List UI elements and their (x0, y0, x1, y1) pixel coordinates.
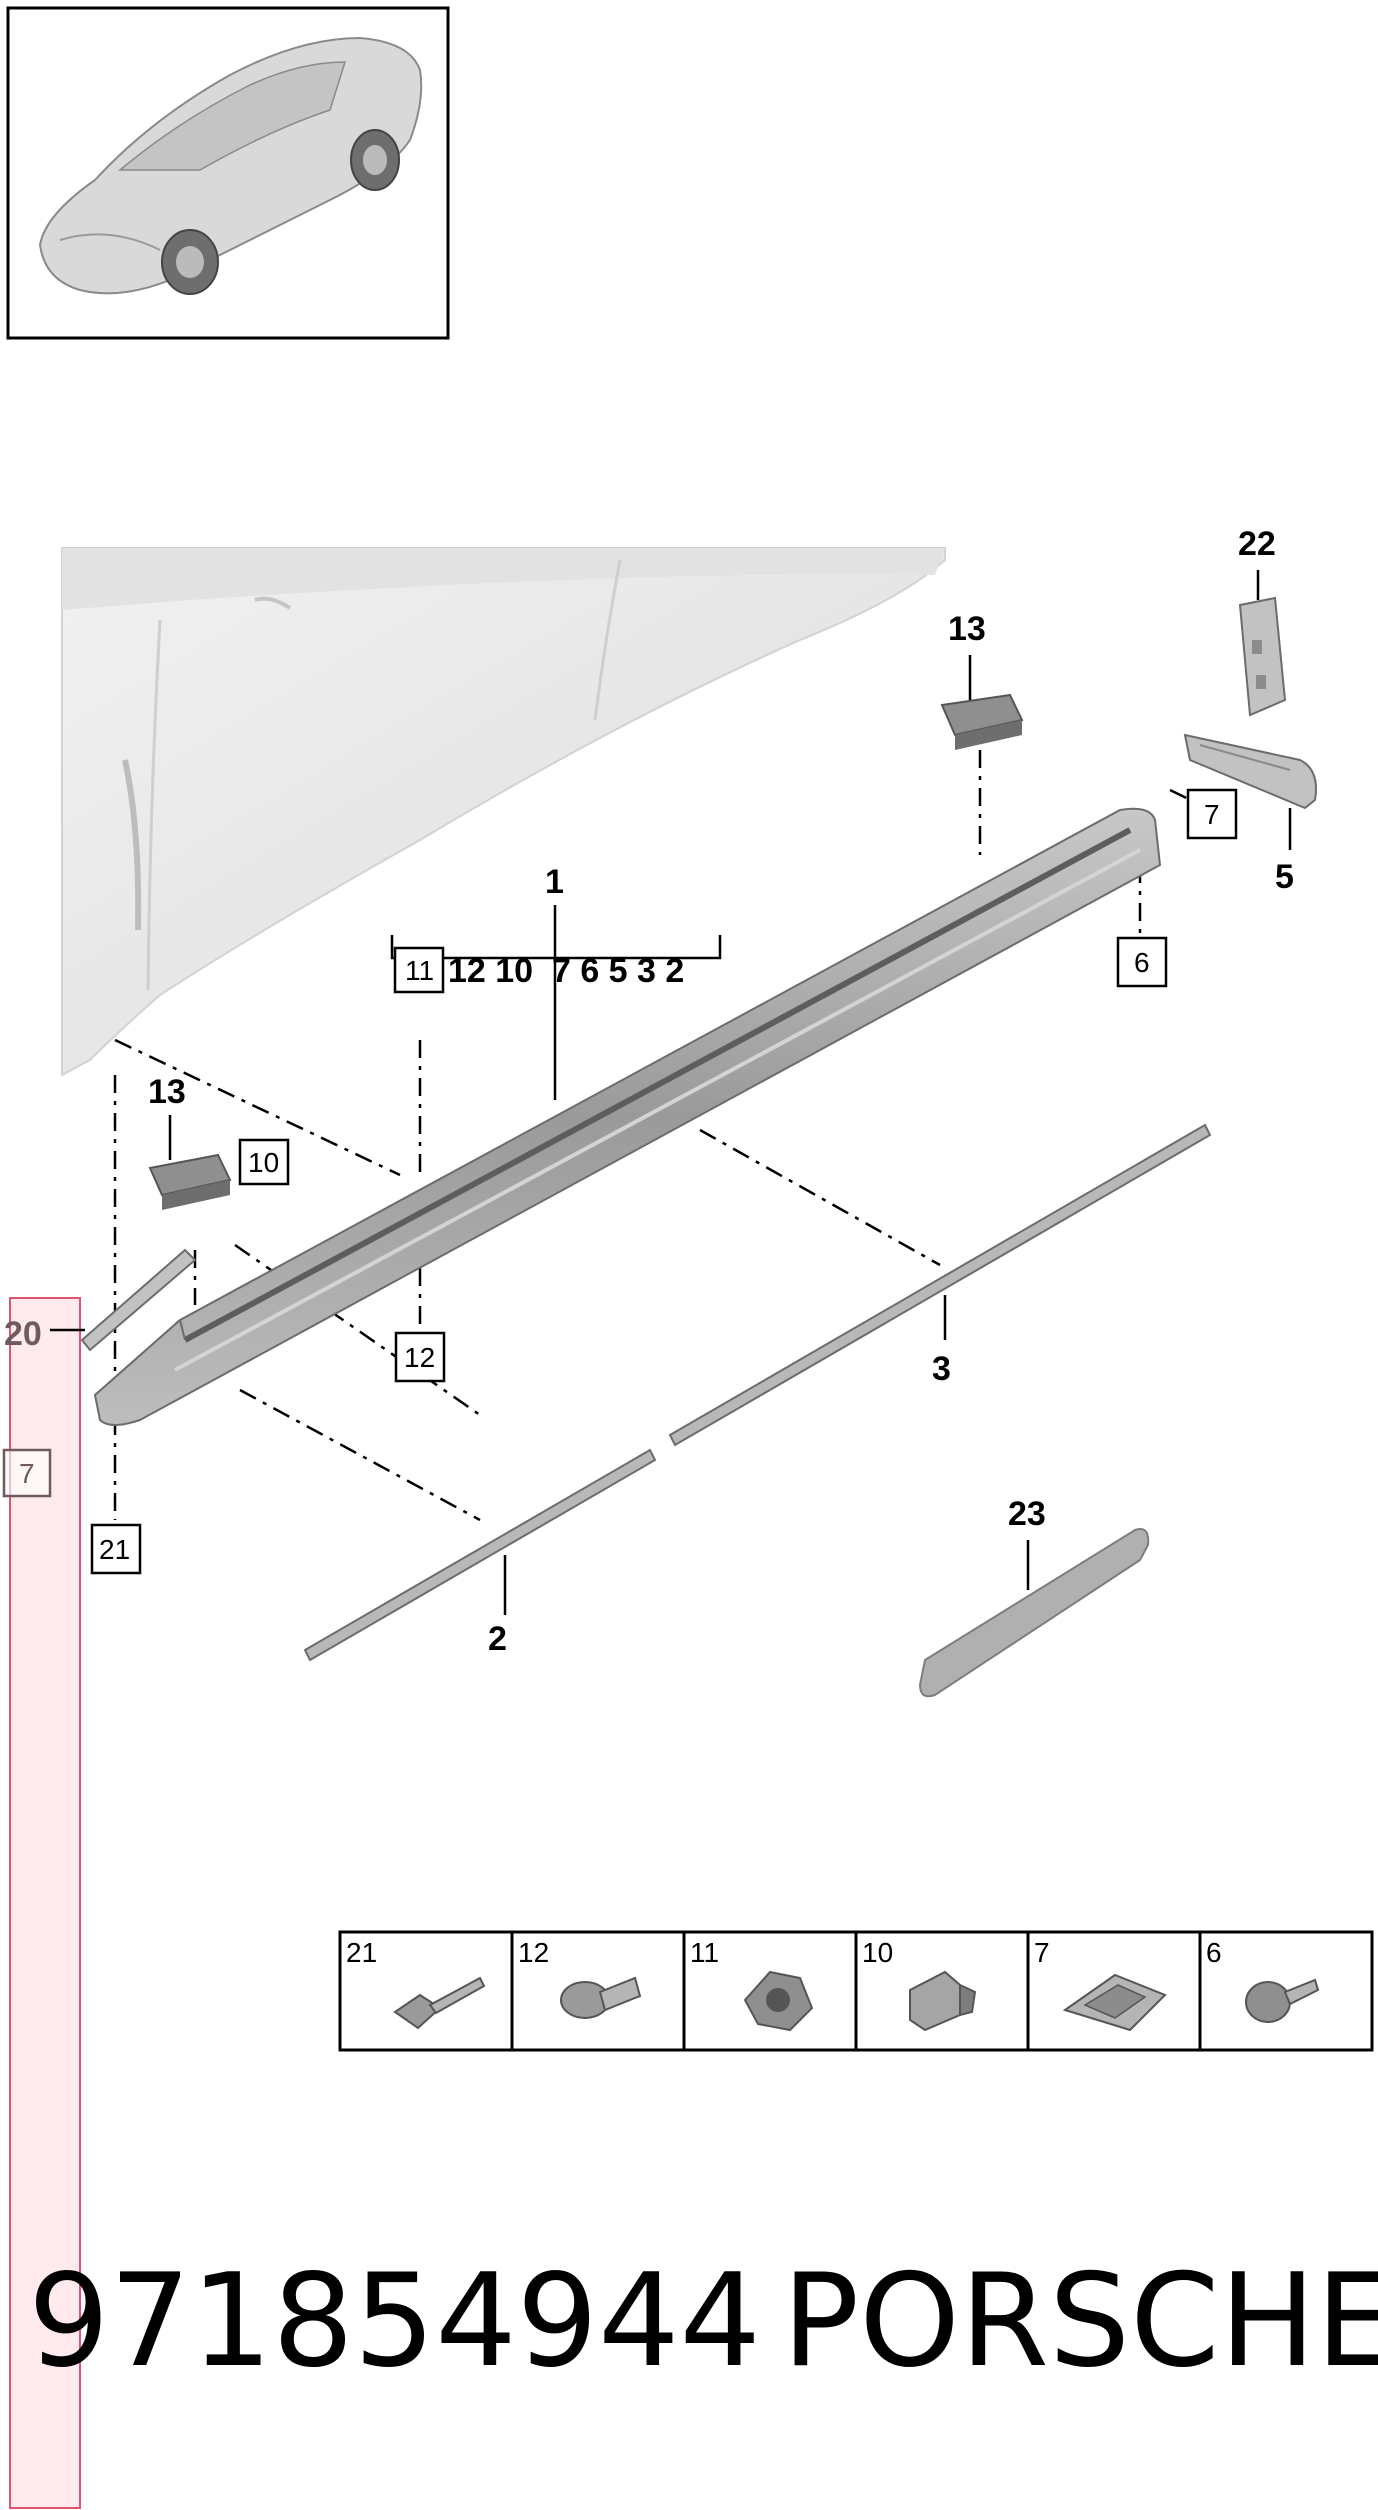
parts-table-cell-7: 7 (1034, 1937, 1167, 2032)
spring-clip-icon (1062, 1973, 1167, 2032)
parts-table-number: 10 (862, 1937, 893, 1968)
callout-23: 23 (1008, 1495, 1046, 1533)
callout-3: 3 (932, 1350, 951, 1388)
vehicle-thumbnail (6, 6, 450, 340)
part-22-bracket (1238, 596, 1287, 717)
parts-table-number: 6 (1206, 1937, 1222, 1968)
torx-screw-icon (1245, 1978, 1320, 2023)
part-13-clip-upper (940, 693, 1024, 750)
part-1-contents-label: 11 12 10 7 6 5 3 2 (393, 946, 684, 994)
callout-20: 20 (4, 1315, 42, 1353)
part-23-pad (918, 1528, 1150, 1698)
car-body-side (61, 547, 946, 1077)
parts-table-number: 11 (690, 1937, 719, 1968)
callout-numbers: 1 2 3 5 13 13 20 22 23 (4, 525, 1294, 1658)
callout-13-upper: 13 (948, 610, 986, 648)
ref-box-12: 12 (404, 1342, 435, 1373)
parts-table-number: 7 (1034, 1937, 1050, 1968)
part-20-bracket (80, 1248, 197, 1352)
parts-table-cell-6: 6 (1206, 1937, 1320, 2023)
ref-box-6: 6 (1134, 947, 1150, 978)
callout-22: 22 (1238, 525, 1276, 563)
parts-table-number: 21 (346, 1937, 377, 1968)
expansion-rivet-icon (560, 1976, 642, 2019)
parts-table: 21 12 11 10 (338, 1930, 1374, 2052)
car-silhouette-icon (38, 36, 423, 295)
footer-brand: PORSCHE (782, 2247, 1378, 2396)
callout-13-lower: 13 (148, 1073, 186, 1111)
ref-box-10: 10 (248, 1147, 279, 1178)
part-13-clip-lower (148, 1153, 232, 1210)
ref-box-7-right: 7 (1204, 799, 1220, 830)
group-label-boxed: 11 (405, 955, 434, 986)
ref-box-21: 21 (99, 1534, 130, 1565)
callout-5: 5 (1275, 858, 1294, 896)
boxed-references: 10 12 6 7 7 21 (2, 788, 1238, 1575)
footer-part-number: 971854944 (28, 2247, 761, 2396)
parts-table-cell-21: 21 (346, 1937, 486, 2030)
part-2-trim-strip (303, 1448, 657, 1662)
parts-table-cell-11: 11 (690, 1937, 814, 2032)
callout-leaders (50, 570, 1292, 1615)
parts-table-number: 12 (518, 1937, 549, 1968)
part-3-trim-strip (668, 1123, 1212, 1447)
grommet-nut-icon (743, 1970, 814, 2032)
part-1-sill-panel (93, 807, 1162, 1426)
highlight-strip (9, 1297, 81, 2509)
callout-1: 1 (545, 863, 564, 901)
retaining-clip-icon (909, 1970, 977, 2032)
parts-table-cell-10: 10 (862, 1937, 977, 2032)
part-5-rear-bracket (1183, 733, 1317, 810)
parts-table-cell-12: 12 (518, 1937, 642, 2019)
ref-box-7-left: 7 (19, 1458, 35, 1489)
push-rivet-icon (393, 1976, 486, 2030)
footer: 971854944 PORSCHE (28, 2247, 1378, 2396)
callout-2: 2 (488, 1620, 507, 1658)
group-label-rest: 12 10 7 6 5 3 2 (448, 952, 684, 990)
